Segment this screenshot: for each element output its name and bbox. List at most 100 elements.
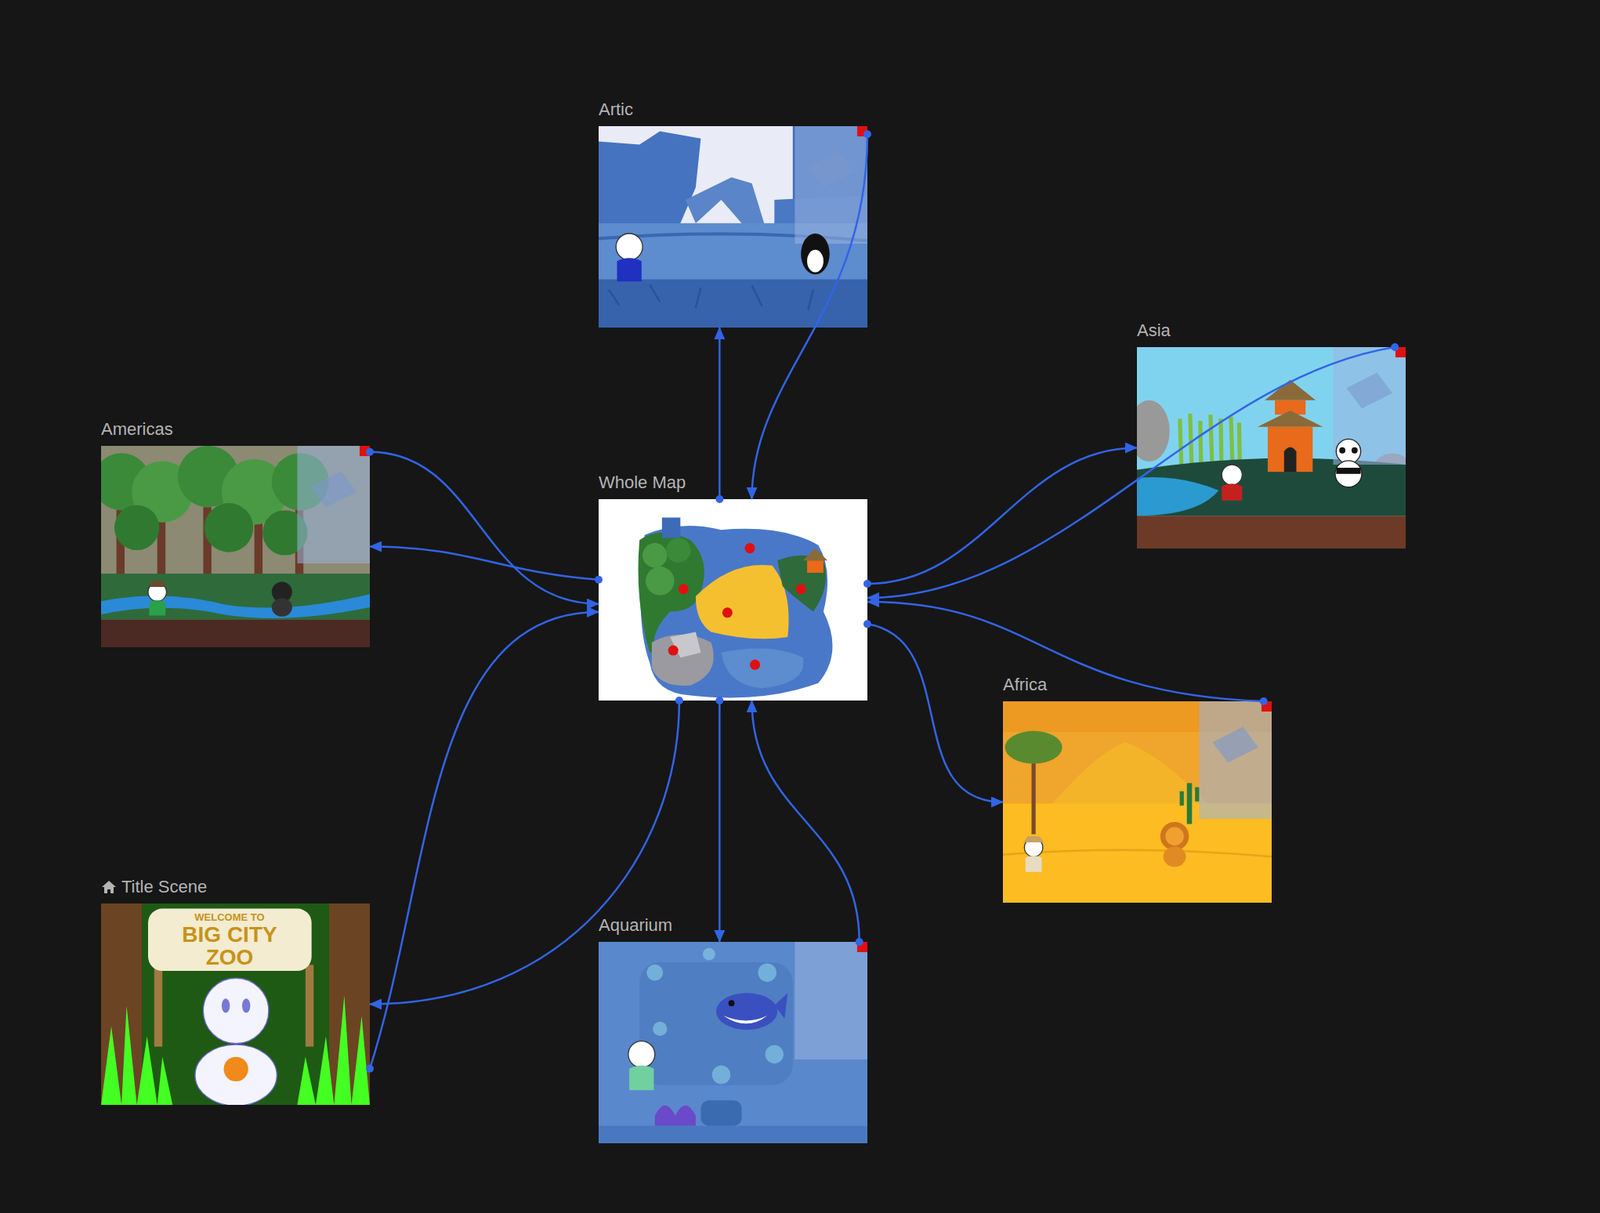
illustration-shape <box>1335 438 1361 464</box>
link-start-dot <box>863 579 872 588</box>
illustration-shape <box>598 126 793 224</box>
illustration-shape <box>296 445 370 564</box>
illustration-shape <box>148 580 167 587</box>
illustration-shape <box>101 445 370 648</box>
scene-title-row: Asia <box>1136 318 1406 343</box>
illustration-shape <box>101 619 370 648</box>
scene-link <box>718 327 721 500</box>
illustration-shape <box>803 548 828 562</box>
illustration-shape <box>101 1005 173 1105</box>
illustration-shape <box>807 560 824 573</box>
illustration-shape <box>721 647 804 688</box>
scene-node: Africa <box>1002 673 1272 903</box>
scene-title-row: Aquarium <box>598 913 868 938</box>
illustration-shape <box>723 1015 768 1024</box>
scene-thumbnail-frame <box>598 499 868 701</box>
arctic-scene <box>598 126 868 328</box>
illustration-shape <box>616 257 641 282</box>
scene-link <box>867 347 1395 598</box>
illustration-shape <box>148 908 312 972</box>
illustration-shape <box>639 962 793 1086</box>
illustration-shape <box>629 1065 654 1090</box>
illustration-shape <box>148 600 166 616</box>
illustration-shape <box>800 233 830 275</box>
scene-link <box>369 611 599 1069</box>
illustration-shape <box>794 941 868 1060</box>
scene-link <box>369 452 599 605</box>
scene-link <box>752 133 868 500</box>
zoo-map <box>598 499 868 701</box>
illustration-shape <box>744 542 755 554</box>
illustration-shape <box>202 977 268 1043</box>
illustration-shape <box>1346 372 1393 410</box>
scene-title-row: Whole Map <box>598 470 868 495</box>
illustration-shape <box>774 992 788 1019</box>
illustration-shape <box>1180 791 1184 806</box>
scene-link <box>369 546 599 580</box>
illustration-shape <box>757 962 776 981</box>
link-start-dot <box>365 448 374 457</box>
link-start-dot <box>1390 343 1399 352</box>
illustration-shape <box>652 1021 667 1036</box>
illustration-shape <box>1136 400 1170 462</box>
illustration-shape <box>695 564 790 639</box>
illustration-shape <box>685 177 764 224</box>
asia-scene <box>1136 347 1406 549</box>
illustration-shape <box>628 1041 656 1068</box>
illustration-shape <box>716 992 778 1030</box>
illustration-shape <box>608 284 814 311</box>
scene-title: Title Scene <box>121 876 207 898</box>
link-start-dot <box>863 619 872 628</box>
illustration-shape <box>598 1125 868 1144</box>
illustration-shape <box>1163 846 1187 867</box>
illustration-shape <box>1002 701 1272 903</box>
illustration-shape <box>1332 347 1406 465</box>
illustration-shape <box>1165 826 1184 845</box>
illustration-shape <box>1221 483 1242 501</box>
sign-title: BIG CITY ZOO <box>166 923 293 969</box>
illustration-shape <box>615 233 643 261</box>
scene-title: Whole Map <box>598 472 686 493</box>
illustration-shape <box>310 471 357 508</box>
illustration-shape <box>807 152 855 189</box>
illustration-shape <box>141 903 330 1105</box>
illustration-shape <box>655 1105 696 1126</box>
illustration-shape <box>598 131 701 224</box>
illustration-shape <box>668 645 679 656</box>
link-start-dot <box>855 937 864 946</box>
scene-title: Artic <box>598 99 634 120</box>
scene-link <box>369 700 680 1005</box>
illustration-shape <box>777 555 826 612</box>
link-start-dot <box>365 1064 374 1073</box>
illustration-shape <box>1023 836 1044 843</box>
illustration-shape <box>1198 701 1272 819</box>
illustration-shape <box>195 1044 277 1105</box>
illustration-shape <box>114 505 160 551</box>
illustration-shape <box>1351 447 1358 454</box>
sign-subtitle: WELCOME TO <box>148 911 312 924</box>
illustration-shape <box>765 1045 784 1064</box>
illustration-shape <box>154 964 163 1047</box>
link-start-dot <box>594 575 603 584</box>
illustration-shape <box>1031 752 1036 834</box>
illustration-shape <box>305 964 314 1047</box>
illustration-shape <box>221 998 230 1013</box>
illustration-shape <box>598 499 868 701</box>
illustration-shape <box>1136 515 1406 549</box>
illustration-shape <box>645 566 675 596</box>
scene-title-row: Artic <box>598 97 868 122</box>
link-start-dot <box>715 696 724 705</box>
scene-title: Americas <box>101 419 174 440</box>
scene-node: Americas <box>101 417 370 648</box>
illustration-shape <box>1335 460 1362 488</box>
scene-thumbnail-frame: WELCOME TOBIG CITY ZOO <box>101 903 370 1105</box>
home-icon-shape <box>101 880 116 894</box>
africa-scene <box>1002 701 1272 903</box>
zoo-sign-text: WELCOME TOBIG CITY ZOO <box>148 911 312 969</box>
link-start-dot <box>863 130 872 138</box>
scene-title: Aquarium <box>598 915 673 936</box>
illustration-shape <box>242 998 250 1013</box>
scene-link <box>867 623 1003 802</box>
illustration-shape <box>598 126 868 328</box>
scene-node: Aquarium <box>598 913 868 1144</box>
